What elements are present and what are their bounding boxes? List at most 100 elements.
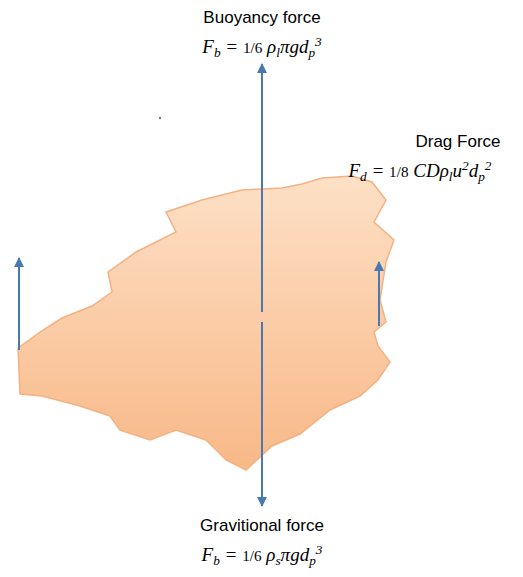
formula-glyph: 3 xyxy=(315,34,322,49)
formula-glyph: F xyxy=(202,36,214,57)
particle-blob xyxy=(18,176,394,470)
formula-glyph: a xyxy=(433,132,442,151)
formula-glyph: e xyxy=(315,516,324,535)
formula-glyph: o xyxy=(467,132,476,151)
formula-glyph: a xyxy=(242,8,251,27)
formula-glyph: ρ xyxy=(266,544,275,565)
formula-glyph: F xyxy=(349,160,361,181)
formula-glyph: / xyxy=(250,547,254,564)
formula-glyph: 2 xyxy=(462,158,469,173)
formula-glyph: o xyxy=(224,8,233,27)
formula-glyph: p xyxy=(309,553,316,568)
formula-glyph: r xyxy=(300,516,306,535)
force-label: Buoyancy force xyxy=(203,8,320,28)
formula-glyph xyxy=(409,160,414,181)
formula-glyph: b xyxy=(214,45,221,60)
formula-glyph: r xyxy=(297,8,303,27)
formula-glyph: i xyxy=(237,516,241,535)
formula-glyph: f xyxy=(283,8,288,27)
formula-glyph: D xyxy=(426,160,440,181)
formula-glyph: c xyxy=(306,516,315,535)
formula-glyph xyxy=(262,544,267,565)
formula-glyph: d xyxy=(300,544,310,565)
formula-glyph: G xyxy=(200,516,213,535)
force-label: Drag Force xyxy=(415,132,500,152)
formula-glyph xyxy=(281,516,286,535)
formula-glyph: s xyxy=(275,553,280,568)
formula-glyph: g xyxy=(443,132,452,151)
formula-glyph: n xyxy=(259,516,268,535)
formula-glyph xyxy=(278,8,283,27)
formula-glyph: 1 xyxy=(242,547,250,564)
formula-glyph xyxy=(238,36,243,57)
formula-glyph: f xyxy=(286,516,291,535)
stray-dot xyxy=(159,117,161,119)
formula-glyph: y xyxy=(270,8,279,27)
formula-glyph: ρ xyxy=(267,36,276,57)
formula-glyph: y xyxy=(234,8,243,27)
formula-glyph: a xyxy=(219,516,228,535)
formula-glyph xyxy=(237,544,242,565)
formula-glyph: e xyxy=(311,8,320,27)
formula-glyph: o xyxy=(291,516,300,535)
gravity-arrow xyxy=(261,322,263,506)
formula-glyph: F xyxy=(457,132,467,151)
formula-glyph xyxy=(384,160,389,181)
formula-glyph: n xyxy=(252,8,261,27)
formula-glyph: B xyxy=(203,8,214,27)
formula-glyph: c xyxy=(261,8,270,27)
formula-glyph: ρ xyxy=(440,160,449,181)
formula-glyph: π xyxy=(281,544,291,565)
formula-glyph: r xyxy=(428,132,434,151)
formula-glyph: c xyxy=(483,132,492,151)
drag-arrow xyxy=(18,258,20,350)
formula-glyph: 8 xyxy=(401,163,409,180)
force-formula: Fb = 1/6 ρlπgdp3 xyxy=(202,34,321,61)
formula-glyph: c xyxy=(303,8,312,27)
formula-glyph: 6 xyxy=(254,547,262,564)
formula-glyph: l xyxy=(276,45,280,60)
formula-glyph: a xyxy=(268,516,277,535)
formula-glyph: v xyxy=(228,516,237,535)
formula-glyph: / xyxy=(397,163,401,180)
formula-glyph xyxy=(262,36,267,57)
formula-glyph: g xyxy=(289,36,299,57)
formula-glyph: u xyxy=(215,8,224,27)
drag-arrow xyxy=(378,262,380,326)
force-formula: Fb = 1/6 ρsπgdp3 xyxy=(202,542,323,569)
formula-glyph xyxy=(221,36,226,57)
formula-glyph: o xyxy=(288,8,297,27)
formula-glyph: C xyxy=(413,160,426,181)
buoyancy-arrow xyxy=(261,64,263,312)
formula-glyph: 1 xyxy=(243,39,251,56)
formula-glyph: p xyxy=(478,169,485,184)
formula-glyph: d xyxy=(469,160,479,181)
force-formula: Fd = 1/8 CDρlu2dp2 xyxy=(349,158,492,185)
formula-glyph: p xyxy=(308,45,315,60)
formula-glyph: u xyxy=(453,160,463,181)
formula-glyph: i xyxy=(245,516,249,535)
formula-glyph xyxy=(220,544,225,565)
formula-glyph: o xyxy=(249,516,258,535)
formula-glyph: F xyxy=(202,544,214,565)
formula-glyph: g xyxy=(290,544,300,565)
formula-glyph: 3 xyxy=(316,542,323,557)
formula-glyph: = xyxy=(225,544,238,565)
formula-glyph: r xyxy=(477,132,483,151)
formula-glyph: = xyxy=(225,36,238,57)
formula-glyph: t xyxy=(241,516,246,535)
formula-glyph: l xyxy=(449,169,453,184)
force-label: Gravitional force xyxy=(200,516,324,536)
formula-glyph: e xyxy=(491,132,500,151)
formula-glyph: / xyxy=(250,39,254,56)
formula-glyph: 6 xyxy=(255,39,263,56)
formula-glyph xyxy=(452,132,457,151)
formula-glyph: d xyxy=(360,169,367,184)
formula-glyph: l xyxy=(278,516,282,535)
formula-glyph: b xyxy=(213,553,220,568)
formula-glyph: D xyxy=(415,132,427,151)
formula-glyph: = xyxy=(372,160,385,181)
formula-glyph: 1 xyxy=(389,163,397,180)
formula-glyph: r xyxy=(213,516,219,535)
